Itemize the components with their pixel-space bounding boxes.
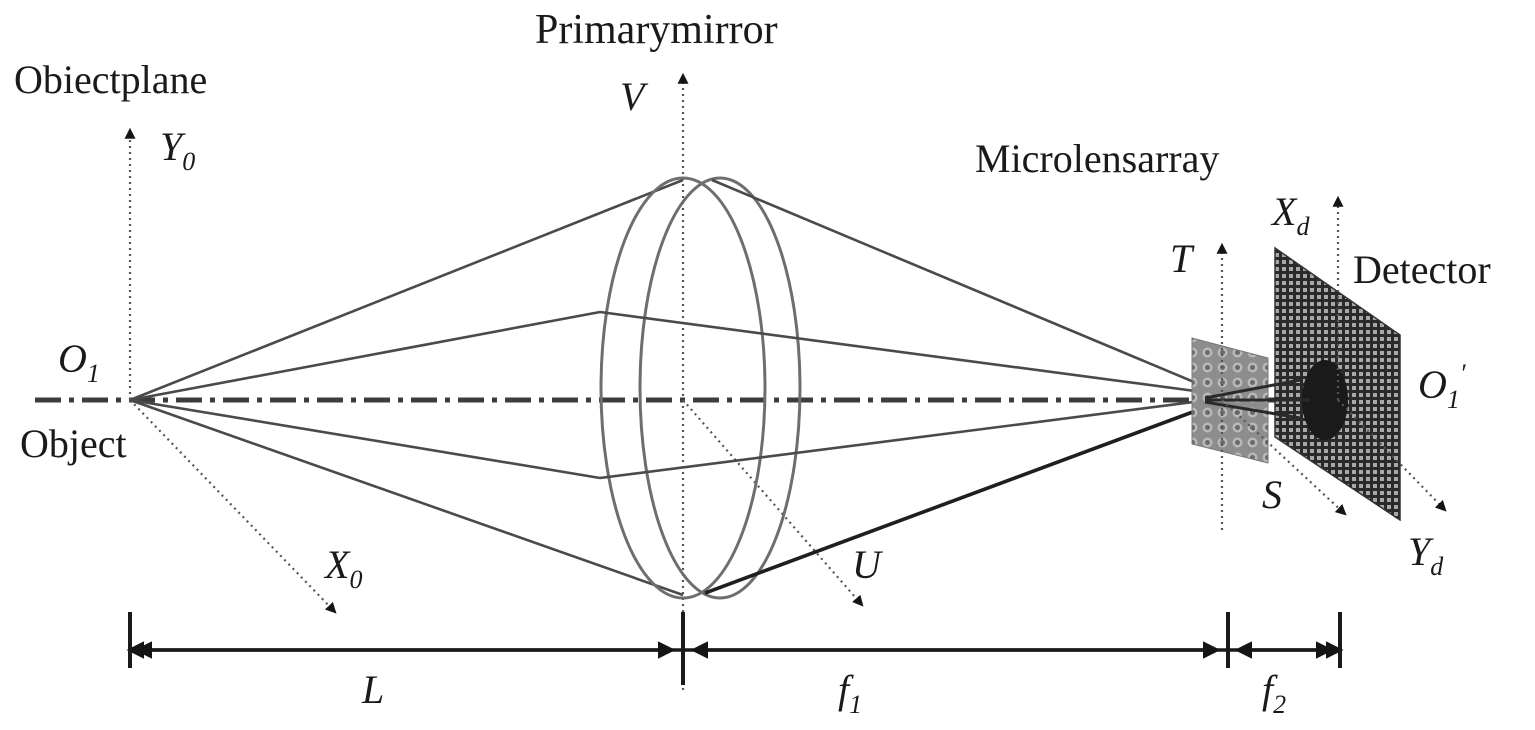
primary-mirror-lens-back <box>638 176 802 600</box>
yd-axis <box>1337 399 1447 512</box>
s-axis <box>1221 399 1347 516</box>
rays-object-to-lens <box>129 178 684 597</box>
s-axis-label: S <box>1262 472 1282 517</box>
y0-axis-label: Y0 <box>160 124 195 176</box>
detector-spot <box>1302 360 1348 440</box>
dimension-line <box>126 612 1344 685</box>
microlens-array-label: Microlensarray <box>975 136 1219 181</box>
v-axis-label: V <box>620 74 649 119</box>
xd-axis-label: Xd <box>1270 189 1310 241</box>
o1-point-label: O1 <box>58 336 100 388</box>
o1-prime-point-label: O1′ <box>1418 359 1466 414</box>
object-label: Object <box>20 421 127 466</box>
dimension-l-label: L <box>361 667 384 712</box>
object-plane-label: Obiectplane <box>14 57 207 102</box>
dimension-f2-label: f2 <box>1262 667 1286 719</box>
yd-axis-label: Yd <box>1408 529 1444 581</box>
u-axis-label: U <box>852 542 884 587</box>
detector-label: Detector <box>1353 247 1491 292</box>
x0-axis-label: X0 <box>323 542 362 594</box>
rays-lens-to-microlens <box>599 178 1226 595</box>
u-axis <box>682 399 864 607</box>
x0-axis <box>129 399 337 614</box>
primary-mirror-label: Primarymirror <box>535 7 778 53</box>
primary-mirror-lens-front <box>599 176 767 600</box>
dimension-f1-label: f1 <box>838 667 862 719</box>
t-axis-label: T <box>1170 236 1195 281</box>
